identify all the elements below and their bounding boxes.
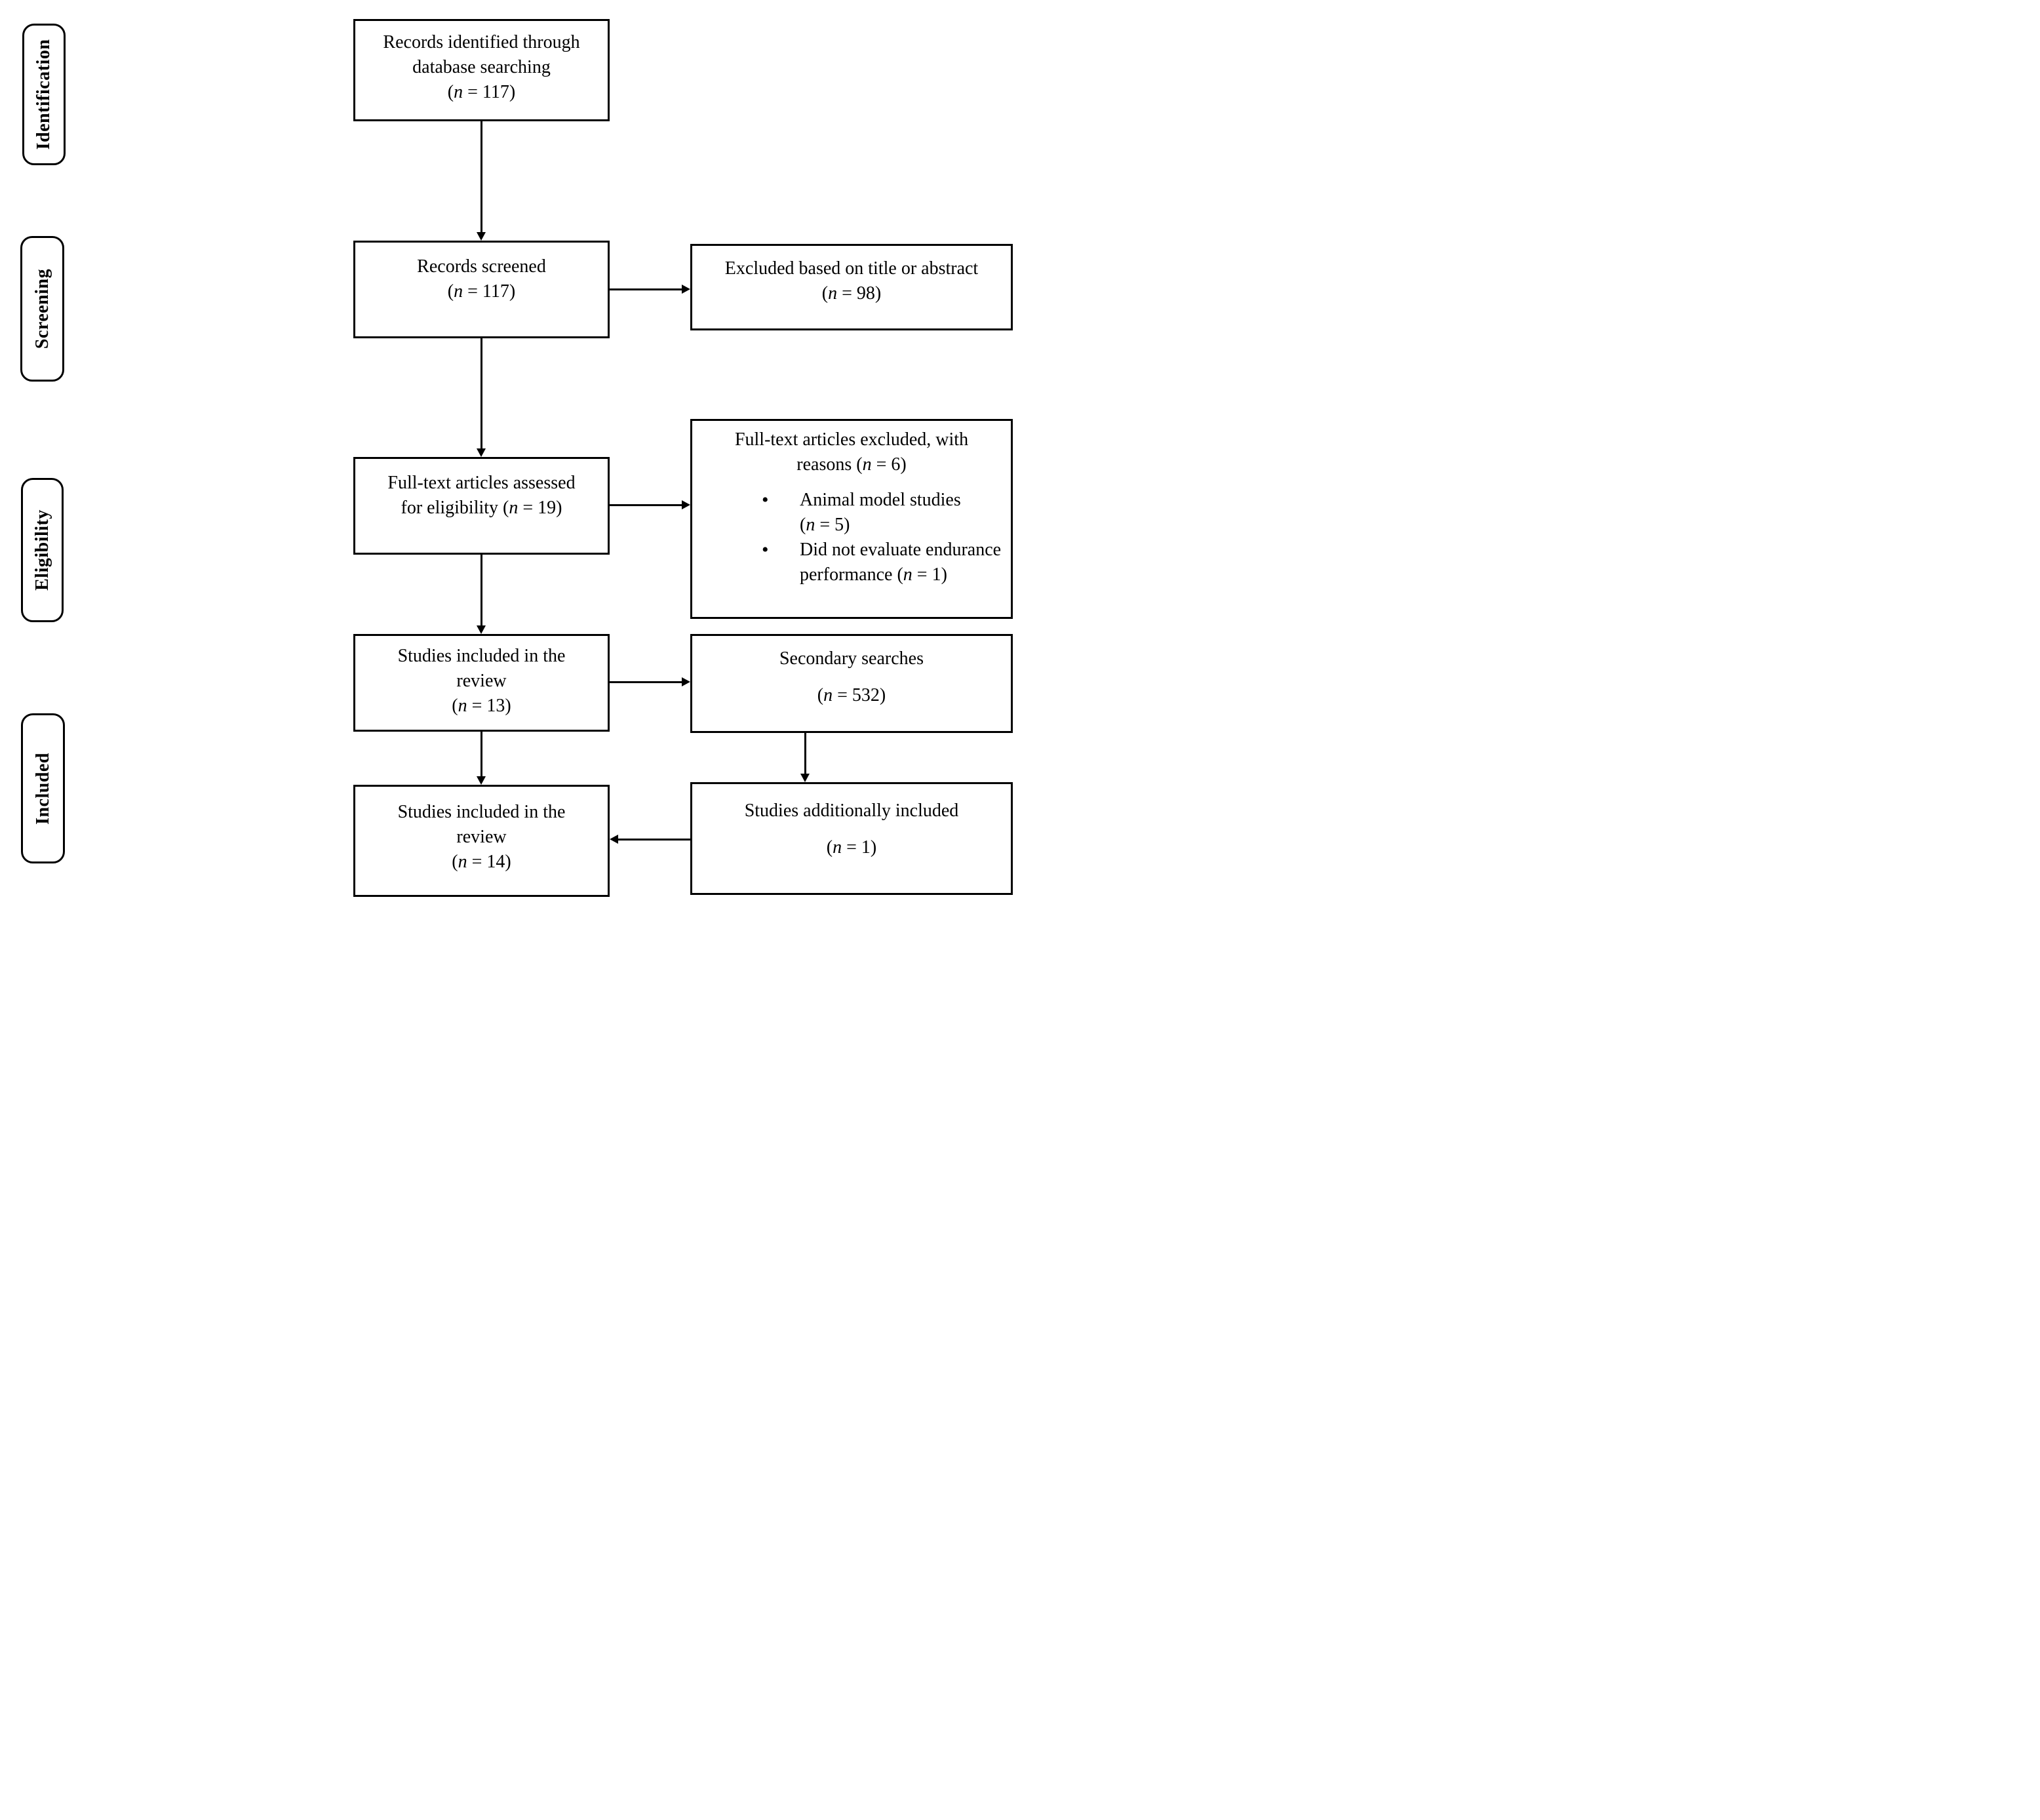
box-records-identified: Records identified through database searc…: [353, 19, 610, 121]
text-line: Full-text articles assessed: [387, 473, 576, 493]
stage-eligibility: Eligibility: [21, 478, 64, 622]
box-records-screened: Records screened (n = 117): [353, 241, 610, 338]
text-line: Full-text articles excluded, with: [734, 429, 969, 450]
text-line: review: [456, 827, 507, 847]
arrow-shaft: [481, 555, 482, 627]
arrow-shaft: [804, 733, 806, 775]
bullet-icon: •: [762, 539, 769, 561]
prisma-flow-diagram: Identification Screening Eligibility Inc…: [0, 0, 1020, 910]
text-line: (n = 117): [447, 281, 516, 302]
text-line: (n = 117): [447, 82, 516, 102]
stage-eligibility-label: Eligibility: [31, 509, 52, 591]
arrow-shaft: [610, 681, 683, 683]
text-line: (n = 1): [826, 837, 877, 858]
box-studies-additionally-included: Studies additionally included (n = 1): [690, 782, 1013, 895]
arrow-fulltext-to-excluded-reasons: [610, 500, 690, 510]
text-line: Records screened: [417, 256, 546, 277]
text-line: for eligibility (n = 19): [401, 498, 562, 518]
arrowhead-down-icon: [477, 625, 486, 634]
text-line: Animal model studies: [800, 490, 961, 510]
stage-screening: Screening: [20, 236, 64, 382]
stage-included: Included: [21, 713, 65, 863]
arrow-additional-to-included-14: [610, 835, 690, 844]
text-line: performance (n = 1): [800, 564, 947, 585]
arrowhead-left-icon: [610, 835, 618, 844]
arrowhead-down-icon: [800, 774, 810, 782]
arrowhead-down-icon: [477, 448, 486, 457]
arrowhead-right-icon: [682, 500, 690, 509]
arrow-shaft: [617, 839, 690, 841]
box-fulltext-excluded: Full-text articles excluded, with reasons…: [690, 419, 1013, 619]
box-studies-included-review-14: Studies included in the review (n = 14): [353, 785, 610, 897]
text-line: Excluded based on title or abstract: [724, 258, 979, 279]
text-line: reasons (n = 6): [796, 454, 907, 475]
box-excluded-title-abstract: Excluded based on title or abstract (n = …: [690, 244, 1013, 330]
excluded-reason-item: • Did not evaluate endurance performance (…: [758, 538, 1011, 587]
arrow-included-13-to-included-14: [477, 732, 486, 785]
box-fulltext-excluded-title: Full-text articles excluded, with reasons…: [692, 427, 1011, 477]
text-line: Studies included in the: [397, 802, 566, 822]
arrow-included-13-to-secondary: [610, 677, 690, 687]
text-line: (n = 13): [452, 696, 511, 716]
arrowhead-down-icon: [477, 232, 486, 241]
text-line: (n = 98): [821, 283, 882, 304]
text-line: (n = 5): [800, 515, 850, 535]
arrowhead-down-icon: [477, 776, 486, 785]
bullet-icon: •: [762, 489, 769, 511]
text-line: Studies included in the: [397, 646, 566, 666]
box-secondary-searches: Secondary searches (n = 532): [690, 634, 1013, 733]
arrow-screened-to-excluded: [610, 285, 690, 294]
text-line: [692, 671, 1011, 683]
text-line: [692, 823, 1011, 835]
stage-included-label: Included: [32, 752, 53, 825]
text-line: (n = 14): [452, 852, 511, 872]
arrow-identified-to-screened: [477, 121, 486, 241]
text-line: Studies additionally included: [744, 801, 959, 821]
excluded-reason-item: • Animal model studies (n = 5): [758, 488, 1011, 538]
text-line: Did not evaluate endurance: [800, 540, 1002, 560]
arrow-fulltext-to-included-13: [477, 555, 486, 634]
box-studies-included-review-13: Studies included in the review (n = 13): [353, 634, 610, 732]
arrowhead-right-icon: [682, 285, 690, 294]
stage-identification-label: Identification: [33, 39, 54, 150]
text-line: database searching: [412, 57, 551, 77]
arrow-screened-to-fulltext: [477, 338, 486, 457]
text-line: Secondary searches: [779, 648, 924, 669]
box-fulltext-assessed: Full-text articles assessed for eligibili…: [353, 457, 610, 555]
text-line: Records identified through: [383, 32, 580, 52]
stage-identification: Identification: [22, 24, 66, 165]
arrowhead-right-icon: [682, 677, 690, 686]
arrow-shaft: [481, 121, 482, 233]
arrow-shaft: [610, 288, 683, 290]
fulltext-excluded-reasons: • Animal model studies (n = 5) • Did not eva…: [692, 488, 1011, 587]
arrow-shaft: [481, 732, 482, 778]
text-line: (n = 532): [817, 685, 886, 705]
arrow-shaft: [610, 504, 683, 506]
stage-screening-label: Screening: [31, 268, 52, 349]
text-line: review: [456, 671, 507, 691]
arrow-secondary-to-additional: [800, 733, 810, 782]
arrow-shaft: [481, 338, 482, 450]
